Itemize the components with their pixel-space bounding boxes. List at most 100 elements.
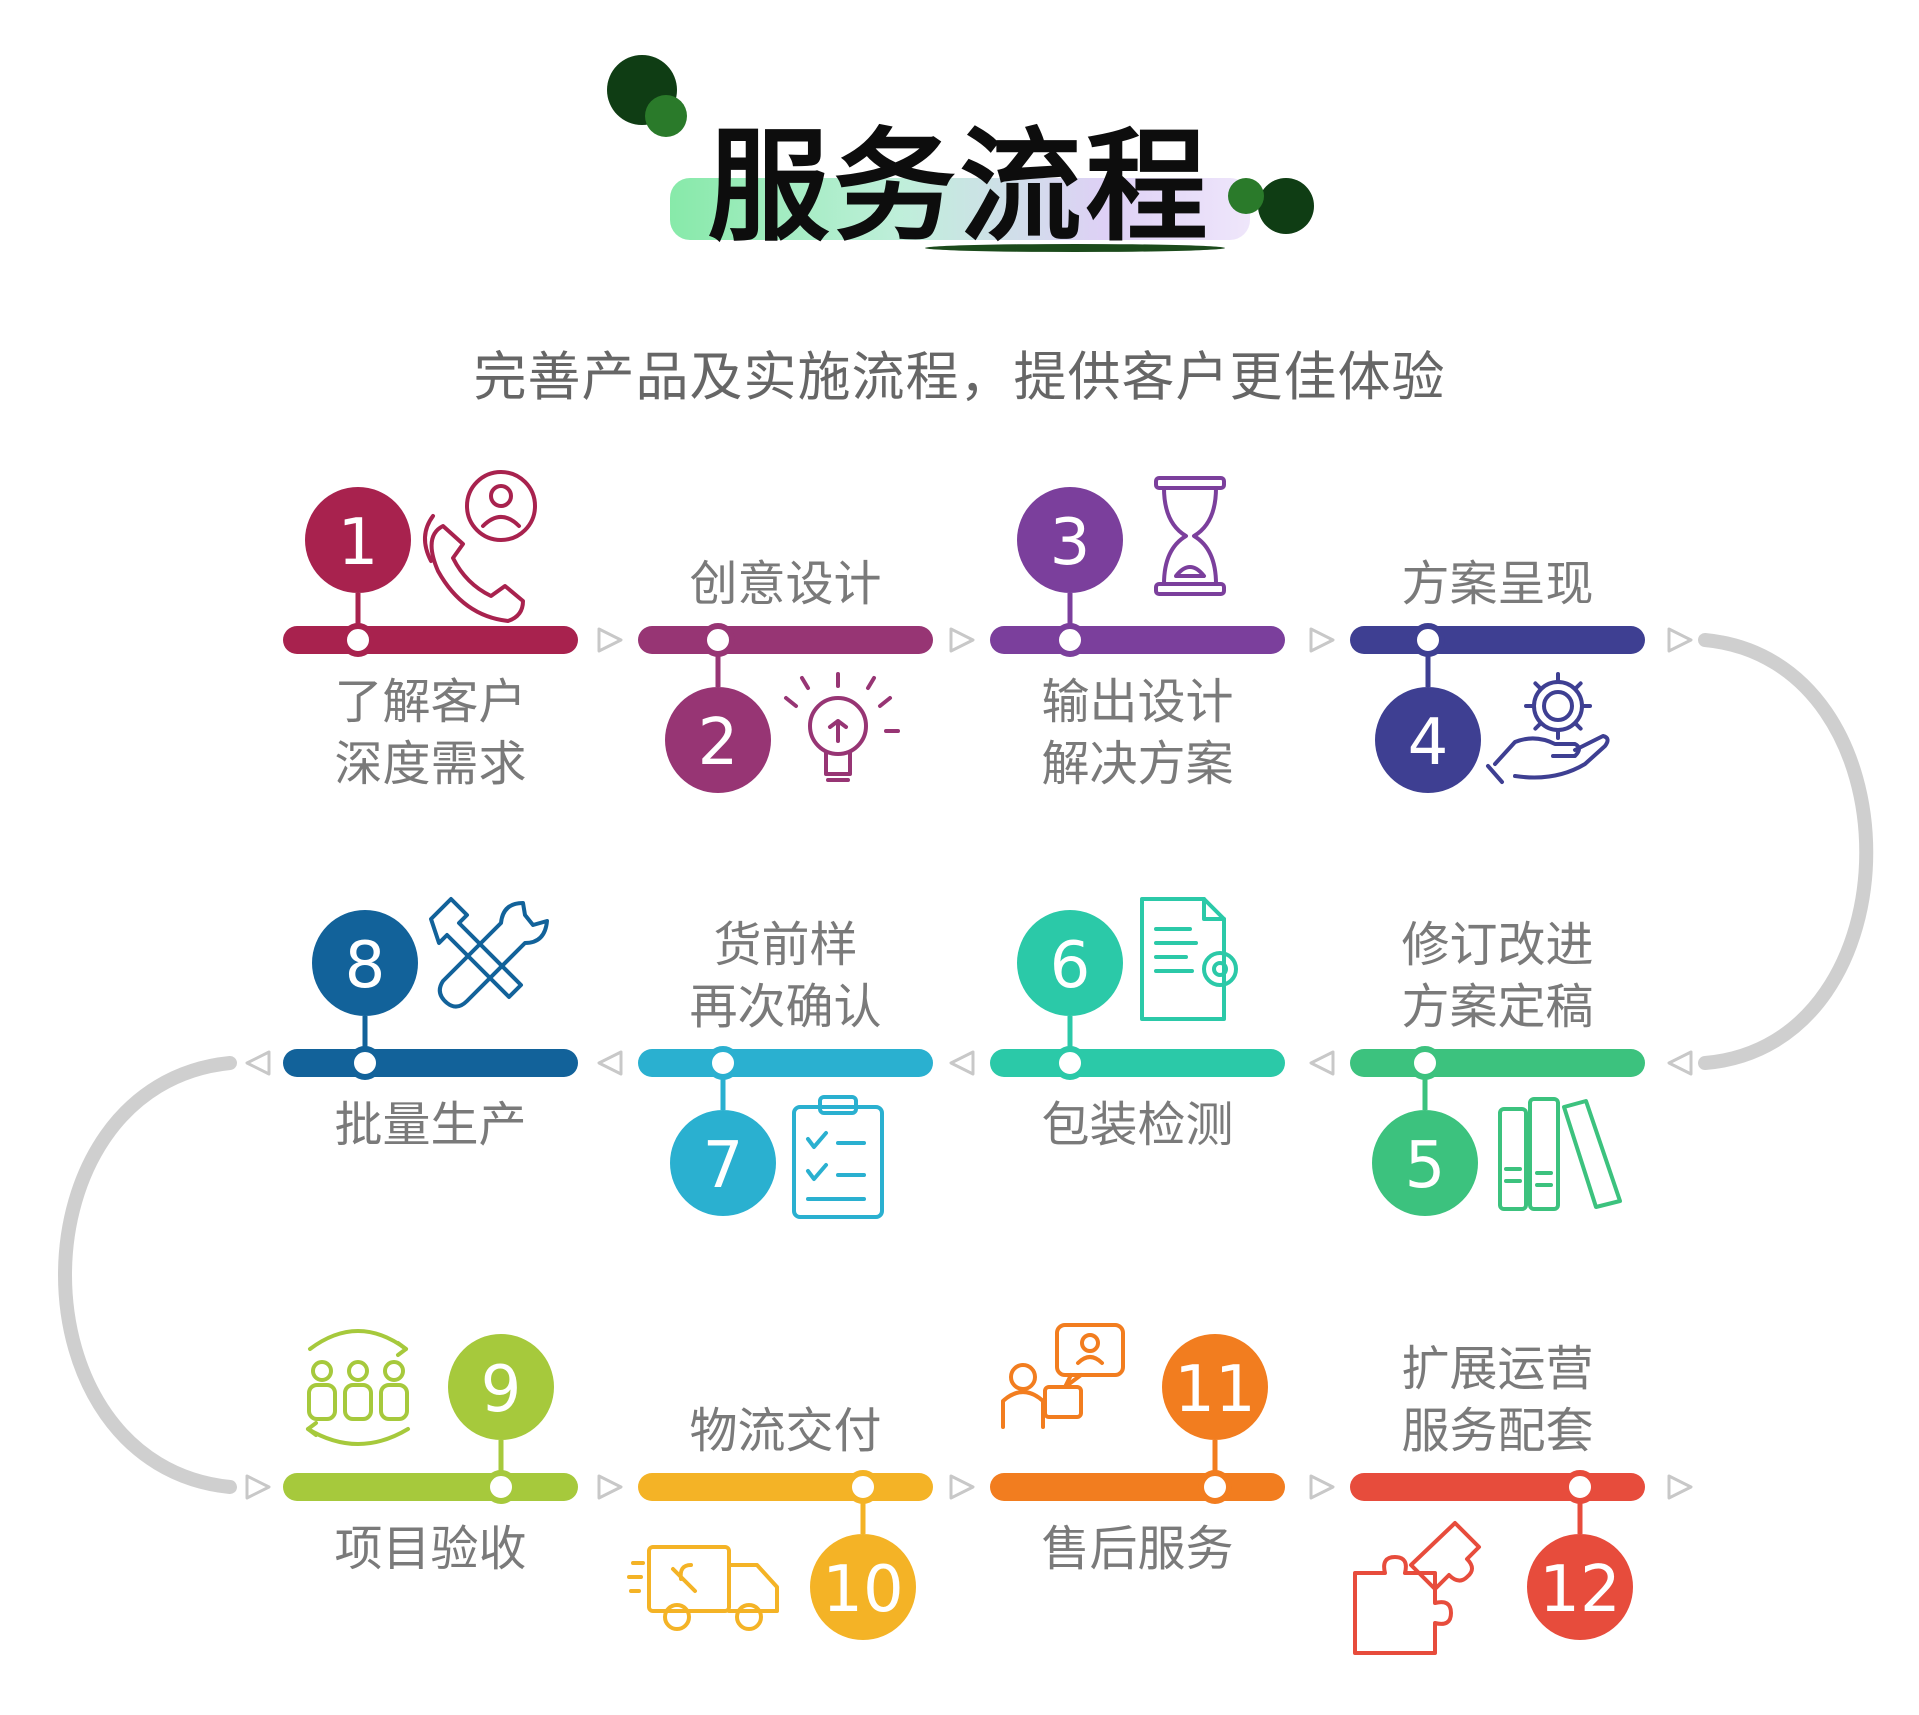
step-joint (1198, 1470, 1232, 1504)
step-bar (990, 1049, 1285, 1077)
step-label-line: 修订改进 (1401, 917, 1593, 973)
step-bar (1350, 626, 1645, 654)
step-bar (990, 626, 1285, 654)
lightbulb-icon (784, 672, 900, 782)
subtitle: 完善产品及实施流程，提供客户更佳体验 (473, 347, 1446, 408)
step-label-line: 批量生产 (334, 1097, 526, 1153)
step-label-line: 了解客户 (334, 674, 526, 730)
hand-gear-icon (1486, 672, 1610, 784)
process-step-9: 9 项目验收 (283, 1329, 578, 1577)
step-joint (701, 623, 735, 657)
step-number-circle (312, 910, 418, 1016)
step-bar (283, 1049, 578, 1077)
decor-dot (1228, 178, 1264, 214)
connector-right (1698, 633, 1874, 1070)
step-label-line: 包装检测 (1041, 1097, 1233, 1153)
connector-left (58, 1056, 237, 1494)
step-label-line: 项目验收 (334, 1521, 526, 1577)
flow-arrow (949, 1050, 975, 1076)
step-number-circle (1017, 910, 1123, 1016)
step-joint (1411, 623, 1445, 657)
flow-arrow (597, 1474, 623, 1500)
step-bar (1350, 1473, 1645, 1501)
flow-arrow (1667, 1050, 1693, 1076)
step-number-circle (810, 1534, 916, 1640)
step-joint (1563, 1470, 1597, 1504)
flow-arrow (245, 1474, 271, 1500)
decor-dot (645, 95, 687, 137)
step-number-circle (1017, 487, 1123, 593)
puzzle-icon (1353, 1521, 1481, 1655)
step-label-line: 再次确认 (689, 979, 881, 1035)
step-joint (341, 623, 375, 657)
team-cycle-icon (306, 1329, 410, 1446)
step-number-circle (1372, 1110, 1478, 1216)
phone-support-icon (423, 470, 537, 623)
flow-arrow (597, 627, 623, 653)
step-joint (348, 1046, 382, 1080)
step-label-line: 解决方案 (1041, 736, 1233, 792)
flow-arrow (1309, 1050, 1335, 1076)
flow-arrow (949, 1474, 975, 1500)
page-title: 服务流程 (707, 116, 1212, 258)
step-bar (638, 1049, 933, 1077)
customer-chat-icon (1001, 1323, 1125, 1429)
decor-dot (1258, 178, 1314, 234)
process-step-4: 4 方案呈现 (1350, 556, 1645, 793)
flow-arrow (1309, 627, 1335, 653)
step-label-line: 方案呈现 (1401, 556, 1593, 612)
step-joint (484, 1470, 518, 1504)
flow-arrow (1667, 627, 1693, 653)
step-joint (706, 1046, 740, 1080)
flow-arrow (597, 1050, 623, 1076)
flow-arrow (1667, 1474, 1693, 1500)
step-bar (990, 1473, 1285, 1501)
step-label-line: 货前样 (713, 917, 857, 973)
step-number: 7 (703, 1129, 744, 1203)
step-number: 10 (822, 1553, 903, 1627)
step-number-circle (448, 1334, 554, 1440)
step-bar (1350, 1049, 1645, 1077)
title-highlight (670, 178, 1250, 240)
step-label-line: 服务配套 (1401, 1403, 1593, 1459)
step-label-line: 方案定稿 (1401, 979, 1593, 1035)
process-step-11: 11 售后服务 (990, 1323, 1285, 1577)
step-number: 8 (345, 929, 386, 1003)
step-bar (283, 626, 578, 654)
hammer-wrench-icon (429, 897, 549, 1009)
step-number: 1 (338, 506, 379, 580)
binders-icon (1498, 1097, 1622, 1211)
step-number-circle (305, 487, 411, 593)
step-number: 9 (481, 1353, 522, 1427)
hourglass-icon (1154, 476, 1226, 596)
step-label-line: 扩展运营 (1401, 1341, 1593, 1397)
step-number: 3 (1050, 506, 1091, 580)
step-bar (638, 626, 933, 654)
step-number-circle (670, 1110, 776, 1216)
step-number-circle (1527, 1534, 1633, 1640)
step-label-line: 售后服务 (1041, 1521, 1233, 1577)
delivery-truck-icon (627, 1545, 779, 1631)
flow-arrow (949, 627, 975, 653)
step-number: 11 (1174, 1353, 1255, 1427)
step-number-circle (1375, 687, 1481, 793)
step-label-line: 输出设计 (1041, 674, 1233, 730)
step-number: 12 (1539, 1553, 1620, 1627)
step-number: 2 (698, 706, 739, 780)
step-joint (846, 1470, 880, 1504)
flow-arrow (1309, 1474, 1335, 1500)
step-label-line: 深度需求 (334, 736, 526, 792)
title-underline (925, 244, 1225, 252)
step-number: 5 (1405, 1129, 1446, 1203)
step-number-circle (1162, 1334, 1268, 1440)
step-number: 4 (1408, 706, 1449, 780)
